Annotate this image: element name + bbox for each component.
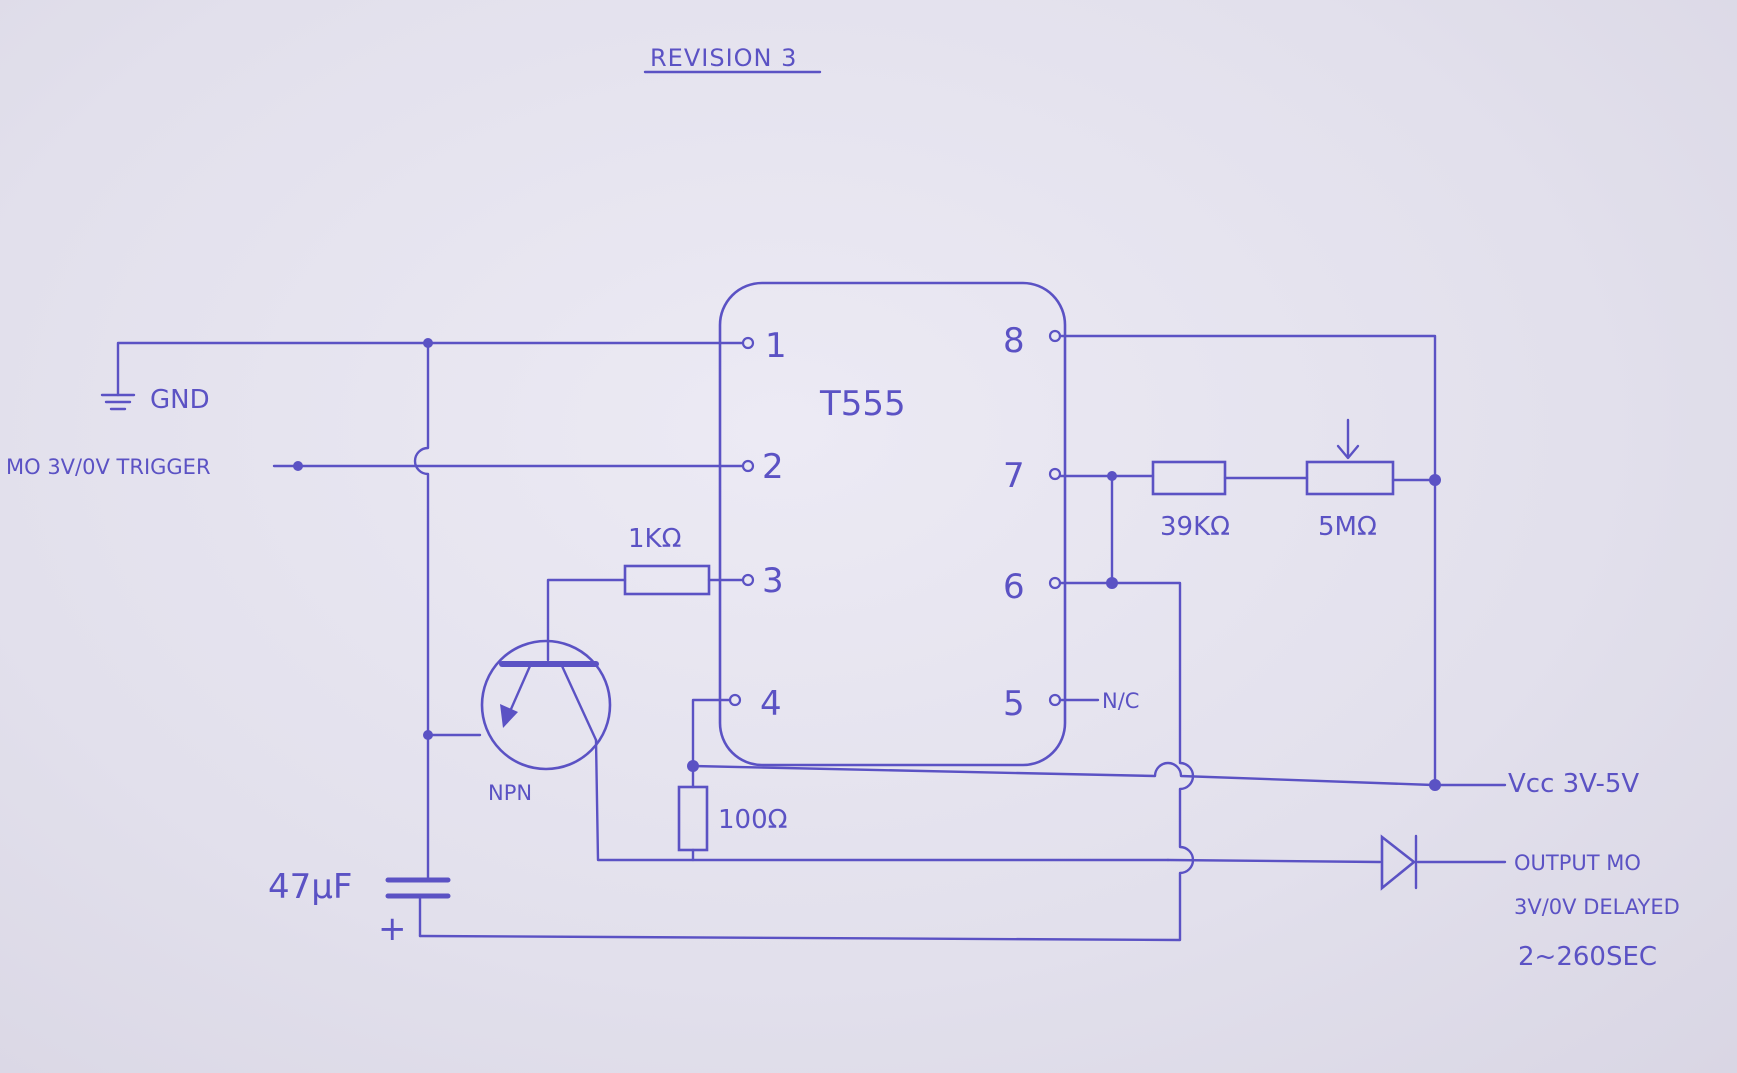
pin7-wire: [1058, 474, 1437, 482]
capacitor-plus-label: +: [378, 909, 407, 949]
pin-6-terminal: [1048, 576, 1062, 590]
base-wire: [546, 578, 744, 662]
pin-6-label: 6: [1003, 567, 1025, 607]
trigger-label: MO 3V/0V TRIGGER: [6, 455, 211, 479]
output-label-3: 2~260SEC: [1518, 942, 1657, 972]
pin-3-terminal: [741, 573, 755, 587]
pin-2-label: 2: [762, 447, 784, 487]
pin-7-label: 7: [1003, 456, 1025, 496]
resistor-100-label: 100Ω: [718, 805, 788, 835]
pin-1-terminal: [741, 336, 755, 350]
pin-8-label: 8: [1003, 321, 1025, 361]
vcc-wire: [691, 761, 1507, 787]
output-diode: [1380, 834, 1418, 891]
ic-name: T555: [819, 384, 906, 424]
pin-3-label: 3: [762, 561, 784, 601]
capacitor-47uf: [385, 877, 451, 938]
npn-transistor: [480, 639, 612, 771]
pin-5-terminal: [1048, 693, 1062, 707]
pin-8-terminal: [1048, 329, 1062, 343]
trigger-terminal: [293, 461, 303, 471]
resistor-1k: [623, 564, 711, 596]
collector-wire: [594, 738, 1170, 862]
pin4-wire: [691, 698, 732, 768]
potentiometer-5m: [1305, 418, 1395, 496]
transistor-label: NPN: [488, 781, 532, 805]
pin8-wire: [1058, 334, 1437, 787]
nc-label: N/C: [1102, 689, 1139, 713]
pin6-junction: [1106, 577, 1118, 589]
ground-net: [100, 338, 747, 411]
pin-4-label: 4: [760, 684, 782, 724]
ground-bus: [413, 341, 430, 882]
output-wire: [1166, 858, 1507, 864]
capacitor-label: 47μF: [268, 867, 352, 907]
diagram-title: REVISION 3: [650, 44, 797, 72]
pin-4-terminal: [728, 693, 742, 707]
gnd-label: GND: [150, 385, 210, 415]
resistor-39k-label: 39KΩ: [1160, 512, 1230, 542]
output-label-1: OUTPUT MO: [1514, 851, 1641, 875]
resistor-100: [677, 785, 709, 852]
pin-1-label: 1: [765, 326, 787, 366]
pin-5-label: 5: [1003, 684, 1025, 724]
ic-body: [718, 281, 1067, 767]
pin6-wire: [418, 581, 1195, 942]
vcc-label: Vcc 3V-5V: [1508, 769, 1639, 799]
potentiometer-5m-label: 5MΩ: [1318, 512, 1377, 542]
pin-2-terminal: [741, 459, 755, 473]
output-label-2: 3V/0V DELAYED: [1514, 895, 1680, 919]
resistor-39k: [1151, 460, 1227, 496]
resistor-1k-label: 1KΩ: [628, 524, 681, 554]
pin-7-terminal: [1048, 467, 1062, 481]
